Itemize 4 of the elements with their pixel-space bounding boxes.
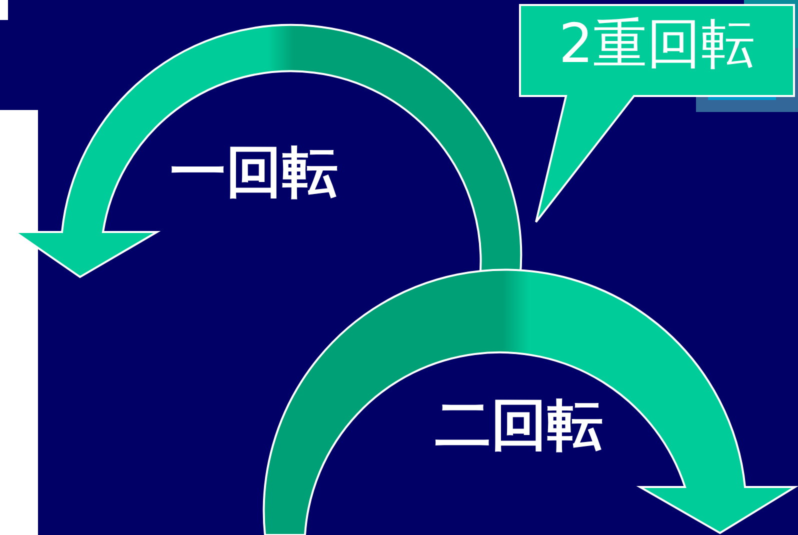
rotation-label: 二回転: [435, 398, 603, 454]
rotation-label: 一回転: [170, 145, 338, 201]
callout-box: [518, 3, 796, 225]
callout-text: 2重回転: [558, 17, 756, 71]
